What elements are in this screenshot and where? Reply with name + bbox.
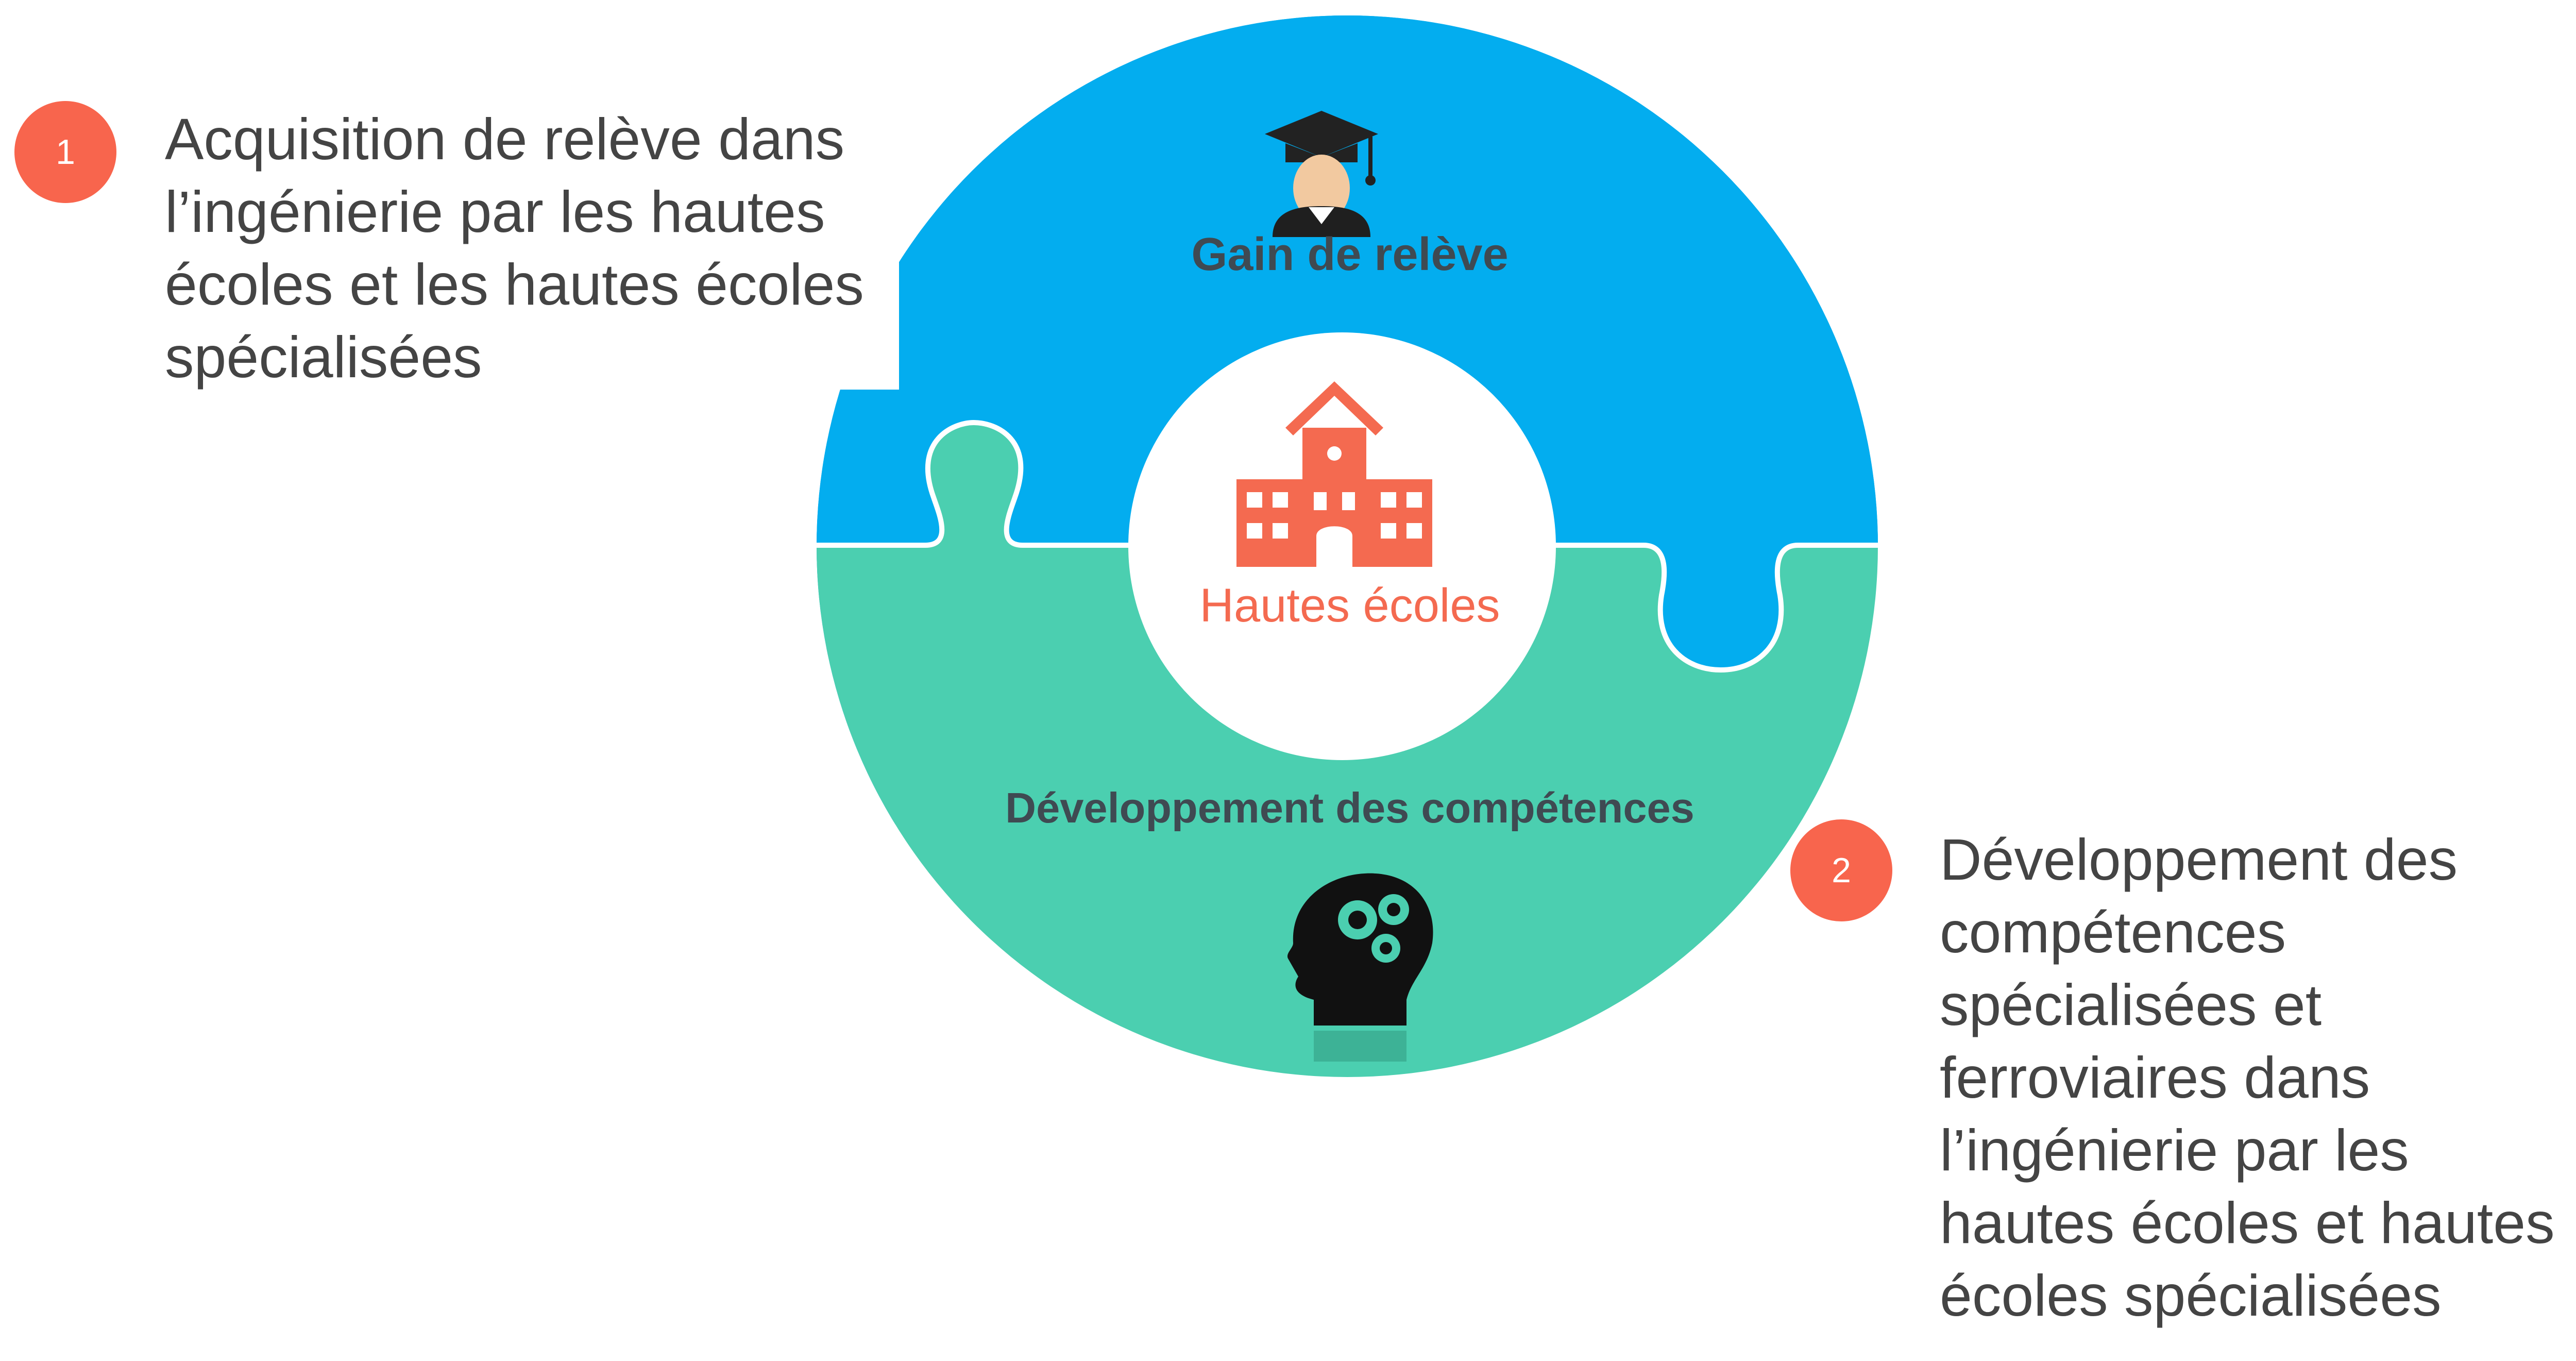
top-puzzle-piece-main — [817, 15, 1878, 545]
note-1: Acquisition de relève dans l’ingénierie … — [165, 103, 864, 394]
segment-label-top: Gain de relève — [1191, 229, 1509, 280]
center-label: Hautes écoles — [1199, 579, 1500, 632]
head-gears-icon — [1287, 873, 1433, 1062]
school-building-icon — [1236, 381, 1432, 567]
note-line: spécialisées et — [1940, 972, 2322, 1037]
circle-notch — [788, 227, 899, 390]
note-line: hautes écoles et hautes — [1940, 1190, 2555, 1255]
note-line: compétences — [1940, 900, 2286, 965]
note-line: Acquisition de relève dans — [165, 107, 845, 172]
step-number: 2 — [1832, 851, 1851, 890]
step-badge-2: 2 — [1790, 819, 1892, 921]
top-piece-tab — [1643, 545, 1798, 670]
note-line: ferroviaires dans — [1940, 1045, 2370, 1110]
step-number: 1 — [56, 132, 75, 172]
graduate-icon — [1265, 111, 1378, 237]
note-line: écoles spécialisées — [1940, 1263, 2442, 1328]
note-2: Développement des compétences spécialisé… — [1940, 824, 2555, 1332]
note-line: Développement des — [1940, 827, 2458, 892]
step-badge-1: 1 — [14, 101, 116, 203]
note-line: spécialisées — [165, 325, 482, 390]
note-line: l’ingénierie par les hautes — [165, 179, 825, 244]
note-line: l’ingénierie par les — [1940, 1118, 2409, 1183]
bottom-puzzle-piece — [817, 423, 1878, 1077]
segment-label-bottom: Développement des compétences — [1005, 784, 1694, 832]
note-line: écoles et les hautes écoles — [165, 252, 864, 317]
